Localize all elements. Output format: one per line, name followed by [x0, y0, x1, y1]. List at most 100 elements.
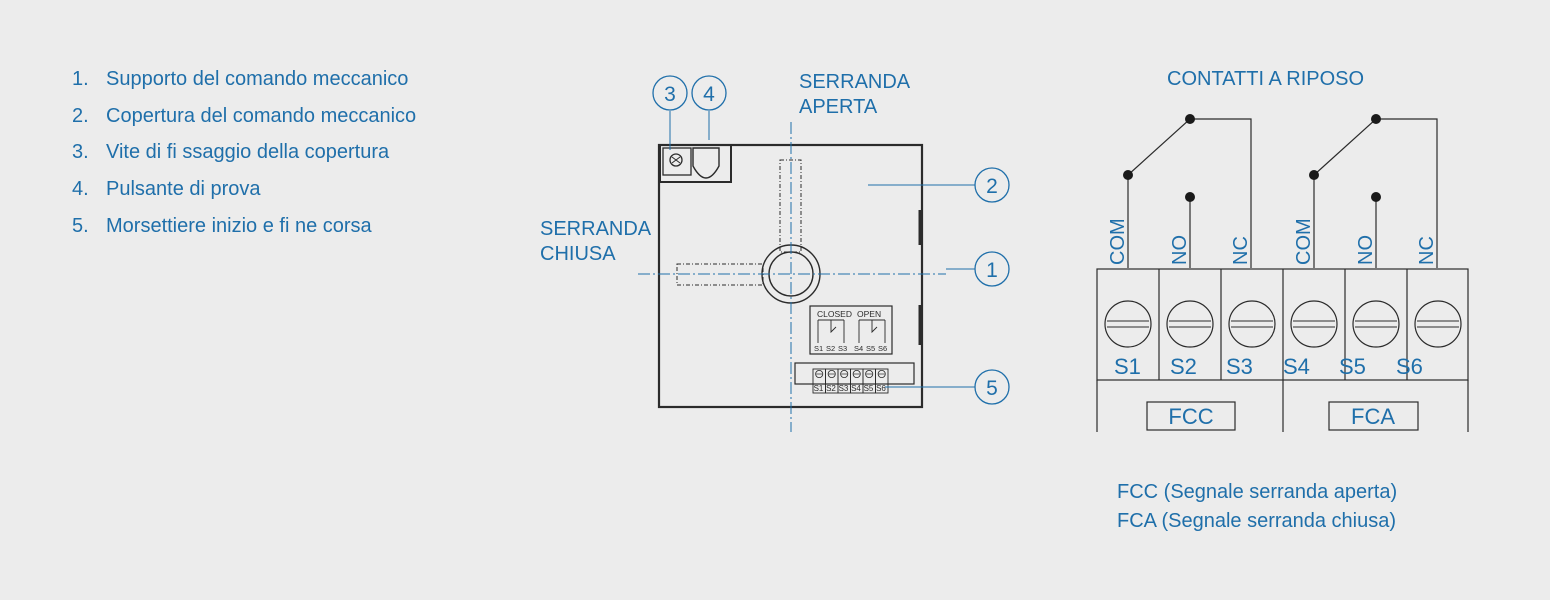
inner-closed-label: CLOSED: [817, 309, 852, 319]
inner-switch-label: S6: [878, 344, 887, 353]
legend-number: 3.: [72, 141, 89, 164]
inner-terminal-screw: [840, 369, 849, 378]
screw-head: [1290, 300, 1338, 348]
screw-icon: [1290, 300, 1338, 348]
callout-4-circle: [691, 75, 727, 111]
screw-icon: [669, 153, 683, 167]
contact-label: NC: [1416, 236, 1438, 265]
callout-1-number: 1: [986, 259, 998, 282]
wiring-title: CONTATTI A RIPOSO: [1167, 68, 1364, 90]
callout-numbers: 3 4 2 1 5: [664, 83, 998, 400]
inner-switch-label: S1: [814, 344, 823, 353]
switch-node: [1123, 170, 1133, 180]
position-labels: SERRANDA APERTA SERRANDA CHIUSA: [540, 71, 911, 265]
legend-number: 2.: [72, 104, 89, 127]
terminal-label: S5: [1339, 354, 1366, 379]
inner-switch-label: S2: [826, 344, 835, 353]
screw-head: [1228, 300, 1276, 348]
inner-terminal-screw: [865, 369, 874, 378]
inner-terminal-label: S6: [876, 384, 886, 393]
callout-1-circle: [974, 251, 1010, 287]
inner-switch-panel: [809, 305, 893, 355]
inner-switch-label: S4: [854, 344, 863, 353]
switch-nodes: [1123, 114, 1381, 202]
cover-box: [659, 144, 732, 183]
screw-icon: [1104, 300, 1152, 348]
contact-label: NC: [1230, 236, 1252, 265]
screw-icon: [1352, 300, 1400, 348]
terminal-label: S3: [1226, 354, 1253, 379]
terminal-labels: S1 S2 S3 S4 S5 S6: [1114, 354, 1423, 379]
screw-head: [1414, 300, 1462, 348]
inner-terminal-screw: [815, 369, 824, 378]
center-lines: [638, 122, 946, 432]
closed-label-line1: SERRANDA: [540, 218, 652, 240]
closed-label-line2: CHIUSA: [540, 243, 616, 265]
switch-node: [1309, 170, 1319, 180]
legend-item: 4. Pulsante di prova: [72, 174, 416, 211]
fcc-label: FCC: [1168, 404, 1213, 429]
inner-terminal-label: S4: [851, 384, 861, 393]
terminal-block: [1096, 268, 1469, 432]
terminal-label: S6: [1396, 354, 1423, 379]
inner-switch-open: [858, 319, 886, 343]
legend-number: 5.: [72, 214, 89, 237]
terminal-label: S1: [1114, 354, 1141, 379]
inner-terminal-screw: [827, 369, 836, 378]
legend-text: Pulsante di prova: [106, 178, 261, 201]
terminal-label: S4: [1283, 354, 1310, 379]
legend-item: 1.Supporto del comando meccanico: [72, 64, 416, 101]
switch-node: [1371, 192, 1381, 202]
test-button-icon: [692, 147, 720, 179]
callout-3-circle: [652, 75, 688, 111]
legend-text: Copertura del comando meccanico: [106, 104, 417, 127]
signal-notes: FCC (Segnale serranda aperta) FCA (Segna…: [1117, 478, 1397, 536]
inner-switch-label: S5: [866, 344, 875, 353]
inner-terminal-screw: [852, 369, 861, 378]
contact-label: COM: [1107, 218, 1129, 265]
screw-icon: [1166, 300, 1214, 348]
callout-5-number: 5: [986, 377, 998, 400]
wire-nc-1: [1190, 118, 1252, 268]
screw-head: [1166, 300, 1214, 348]
inner-terminal-cell: [875, 368, 889, 394]
group-labels: FCC FCA: [1168, 404, 1395, 429]
signal-note-fcc: FCC (Segnale serranda aperta): [1117, 481, 1398, 503]
fca-label: FCA: [1351, 404, 1395, 429]
callout-4-number: 4: [703, 83, 715, 106]
legend-number: 1.: [72, 68, 89, 90]
legend-item: 5. Morsettiere inizio e fi ne corsa: [72, 211, 416, 248]
fcc-box: [1146, 401, 1236, 431]
screw-box: [662, 147, 692, 176]
switch-node: [1185, 114, 1195, 124]
terminal-label: S2: [1170, 354, 1197, 379]
callout-3-number: 3: [664, 83, 676, 106]
signal-note-fca: FCA (Segnale serranda chiusa): [1117, 510, 1397, 532]
inner-terminal-strip: [812, 368, 889, 394]
switch-node: [1185, 192, 1195, 202]
inner-terminal-label: S3: [839, 384, 849, 393]
open-label-line1: SERRANDA: [799, 71, 911, 93]
switch-drawing: [1127, 118, 1438, 268]
legend-item: 3.Vite di fi ssaggio della copertura: [72, 137, 416, 174]
inner-terminal-frame: [794, 362, 915, 385]
contact-label: NO: [1169, 235, 1191, 265]
inner-terminal-label: S2: [826, 384, 836, 393]
switch-node: [1371, 114, 1381, 124]
legend-number: 4.: [72, 178, 89, 201]
switch-arm-2: [1313, 118, 1377, 176]
screw-icon: [1228, 300, 1276, 348]
legend-text: Morsettiere inizio e fi ne corsa: [106, 214, 372, 237]
inner-terminal-screw: [877, 369, 886, 378]
screw-icon: [1414, 300, 1462, 348]
callout-2-number: 2: [986, 175, 998, 198]
screw-head: [1104, 300, 1152, 348]
contact-label: COM: [1293, 218, 1315, 265]
leader-lines: [669, 111, 975, 388]
legend-item: 2. Copertura del comando meccanico: [72, 101, 416, 138]
inner-switch-label: S3: [838, 344, 847, 353]
open-label-line2: APERTA: [799, 96, 878, 118]
legend-list: 1.Supporto del comando meccanico 2. Coper…: [72, 64, 416, 247]
callouts: [652, 75, 1010, 405]
